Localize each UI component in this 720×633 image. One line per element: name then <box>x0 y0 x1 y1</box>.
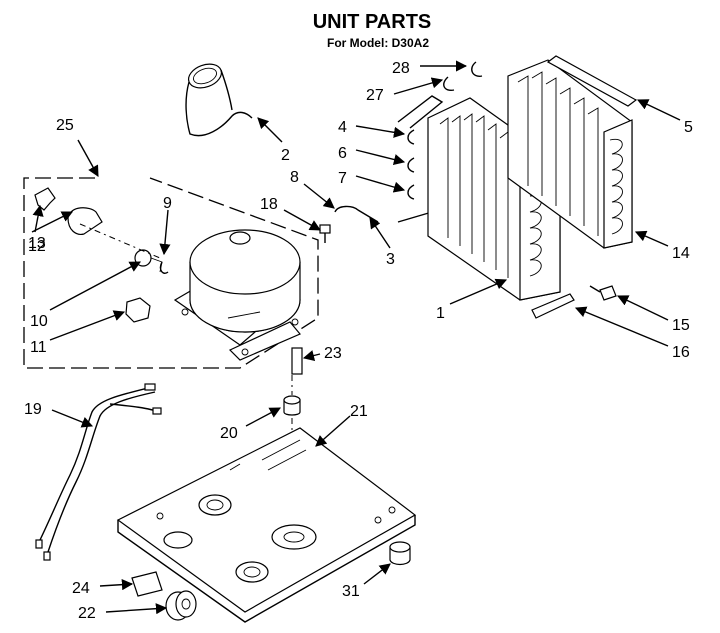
axle-sleeve-part <box>131 571 163 597</box>
compressor-group-boundary <box>23 177 319 369</box>
callout-28: 28 <box>392 60 410 77</box>
callout-11: 11 <box>30 339 47 356</box>
callout-16: 16 <box>672 344 690 361</box>
hose-clip-28 <box>471 61 483 77</box>
hose-clip-27 <box>443 76 455 92</box>
callout-3: 3 <box>386 251 395 268</box>
wire-harness-part <box>35 383 162 561</box>
callout-13: 13 <box>28 235 46 252</box>
base-pan-part <box>116 427 417 623</box>
callout-8: 8 <box>290 169 299 186</box>
callout-7: 7 <box>338 170 347 187</box>
clip-part-4 <box>407 129 415 145</box>
callout-12: 12 <box>28 238 46 255</box>
callout-18: 18 <box>260 196 278 213</box>
clip-part-7 <box>407 184 415 200</box>
ground-screw-part <box>319 224 331 243</box>
model-subtitle: For Model: D30A2 <box>327 36 429 50</box>
callout-22: 22 <box>78 605 96 622</box>
callout-31: 31 <box>342 583 360 600</box>
spacer-part <box>291 347 303 375</box>
capillary-tube-part <box>334 205 379 223</box>
callout-9: 9 <box>163 195 172 212</box>
terminal-cover-part <box>67 207 103 235</box>
grommet-part <box>283 395 301 416</box>
foot-part <box>389 541 411 566</box>
callout-2: 2 <box>281 147 290 164</box>
callout-leaders <box>31 60 681 615</box>
callout-4: 4 <box>338 119 347 136</box>
condenser-coil-part <box>507 59 633 249</box>
exhaust-hose-part <box>185 63 253 137</box>
compressor-part <box>173 229 301 361</box>
callout-24: 24 <box>72 580 90 597</box>
overload-clip-part <box>34 187 56 211</box>
callout-numbers: 1 2 3 4 5 6 7 8 9 10 11 12 13 14 15 16 1… <box>24 60 693 622</box>
callout-5: 5 <box>684 119 693 136</box>
callout-14: 14 <box>672 245 690 262</box>
callout-25: 25 <box>56 117 74 134</box>
relay-part <box>125 297 151 323</box>
callout-15: 15 <box>672 317 690 334</box>
callout-19: 19 <box>24 401 42 418</box>
callout-21: 21 <box>350 403 368 420</box>
callout-1: 1 <box>436 305 445 322</box>
callout-20: 20 <box>220 425 238 442</box>
callout-23: 23 <box>324 345 342 362</box>
mounting-bolt-part <box>589 285 617 301</box>
support-bar-part <box>531 293 575 319</box>
page-title: UNIT PARTS <box>313 11 432 33</box>
callout-10: 10 <box>30 313 48 330</box>
callout-27: 27 <box>366 87 384 104</box>
caster-wheel-part <box>165 590 197 621</box>
clip-part-6 <box>407 157 415 173</box>
callout-6: 6 <box>338 145 347 162</box>
retainer-clip-part <box>159 261 169 274</box>
top-bracket-part <box>546 55 638 107</box>
